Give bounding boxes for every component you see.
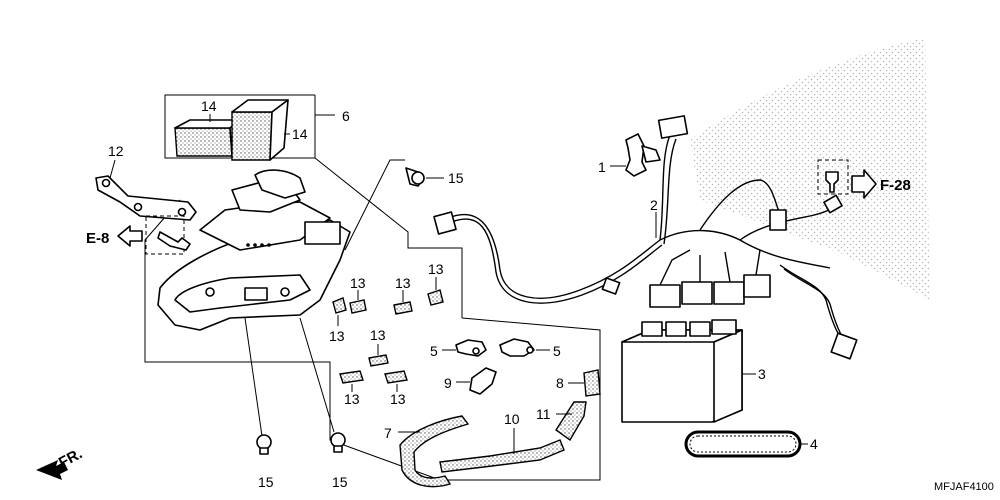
diagram-code: MFJAF4100	[934, 481, 994, 493]
clamp-1	[625, 133, 661, 177]
ecu-module-3	[621, 319, 743, 423]
callout-13c: 13	[428, 261, 444, 277]
wire-harness-2	[433, 115, 858, 360]
bracket-12	[95, 159, 197, 221]
ref-arrow-e8[interactable]: E-8	[86, 225, 143, 247]
callout-4: 4	[810, 436, 818, 452]
wing-logo-watermark	[690, 38, 930, 300]
callout-13f: 13	[344, 391, 360, 407]
front-direction-arrow: FR.	[36, 445, 85, 480]
callout-2: 2	[650, 197, 658, 213]
clip-5-right	[499, 338, 535, 357]
group-frame-lines	[144, 94, 601, 481]
callout-13a: 13	[350, 275, 366, 291]
seal-strip-10	[439, 439, 565, 473]
callout-3: 3	[758, 366, 766, 382]
callout-10: 10	[504, 411, 520, 427]
callout-13e: 13	[370, 327, 386, 343]
pad-11	[555, 401, 587, 442]
callout-5b: 5	[553, 343, 561, 359]
callout-13b: 13	[395, 275, 411, 291]
callout-11: 11	[536, 406, 551, 422]
callout-12: 12	[108, 143, 124, 159]
callout-9: 9	[444, 375, 452, 391]
ref-arrow-f28[interactable]: F-28	[851, 169, 911, 199]
callout-6: 6	[342, 108, 350, 124]
pad-13-g	[384, 370, 408, 384]
callout-15a: 15	[448, 170, 464, 186]
callout-14b: 14	[292, 126, 308, 142]
pad-13-c	[393, 301, 413, 315]
callout-15c: 15	[332, 474, 348, 490]
foam-pad-14b	[231, 99, 289, 161]
pad-13-b	[349, 299, 367, 314]
pad-13-a	[332, 297, 347, 314]
callout-7: 7	[384, 425, 392, 441]
pad-8	[583, 369, 601, 397]
callout-14a: 14	[201, 98, 217, 114]
rear-fender-tray	[157, 169, 351, 331]
clip-5-left	[455, 339, 487, 357]
pad-13-e	[368, 354, 389, 367]
seal-strip-7	[399, 415, 470, 488]
pad-13-f	[339, 370, 364, 384]
rubber-band-4	[684, 430, 802, 458]
ref-f28-label: F-28	[880, 177, 911, 194]
callout-1: 1	[598, 159, 606, 175]
bolt-15-bottom-left	[244, 317, 272, 455]
bolt-15-top	[405, 167, 425, 187]
callout-15b: 15	[258, 474, 274, 490]
callout-5a: 5	[430, 343, 438, 359]
bolt-right	[817, 159, 849, 195]
ref-e8-label: E-8	[86, 230, 109, 247]
pad-13-d	[427, 289, 444, 306]
bolt-left	[145, 215, 191, 255]
clip-9	[469, 367, 497, 395]
bolt-15-bottom-right	[299, 317, 346, 453]
callout-8: 8	[556, 375, 564, 391]
callout-13g: 13	[390, 391, 406, 407]
callout-13d: 13	[329, 328, 345, 344]
